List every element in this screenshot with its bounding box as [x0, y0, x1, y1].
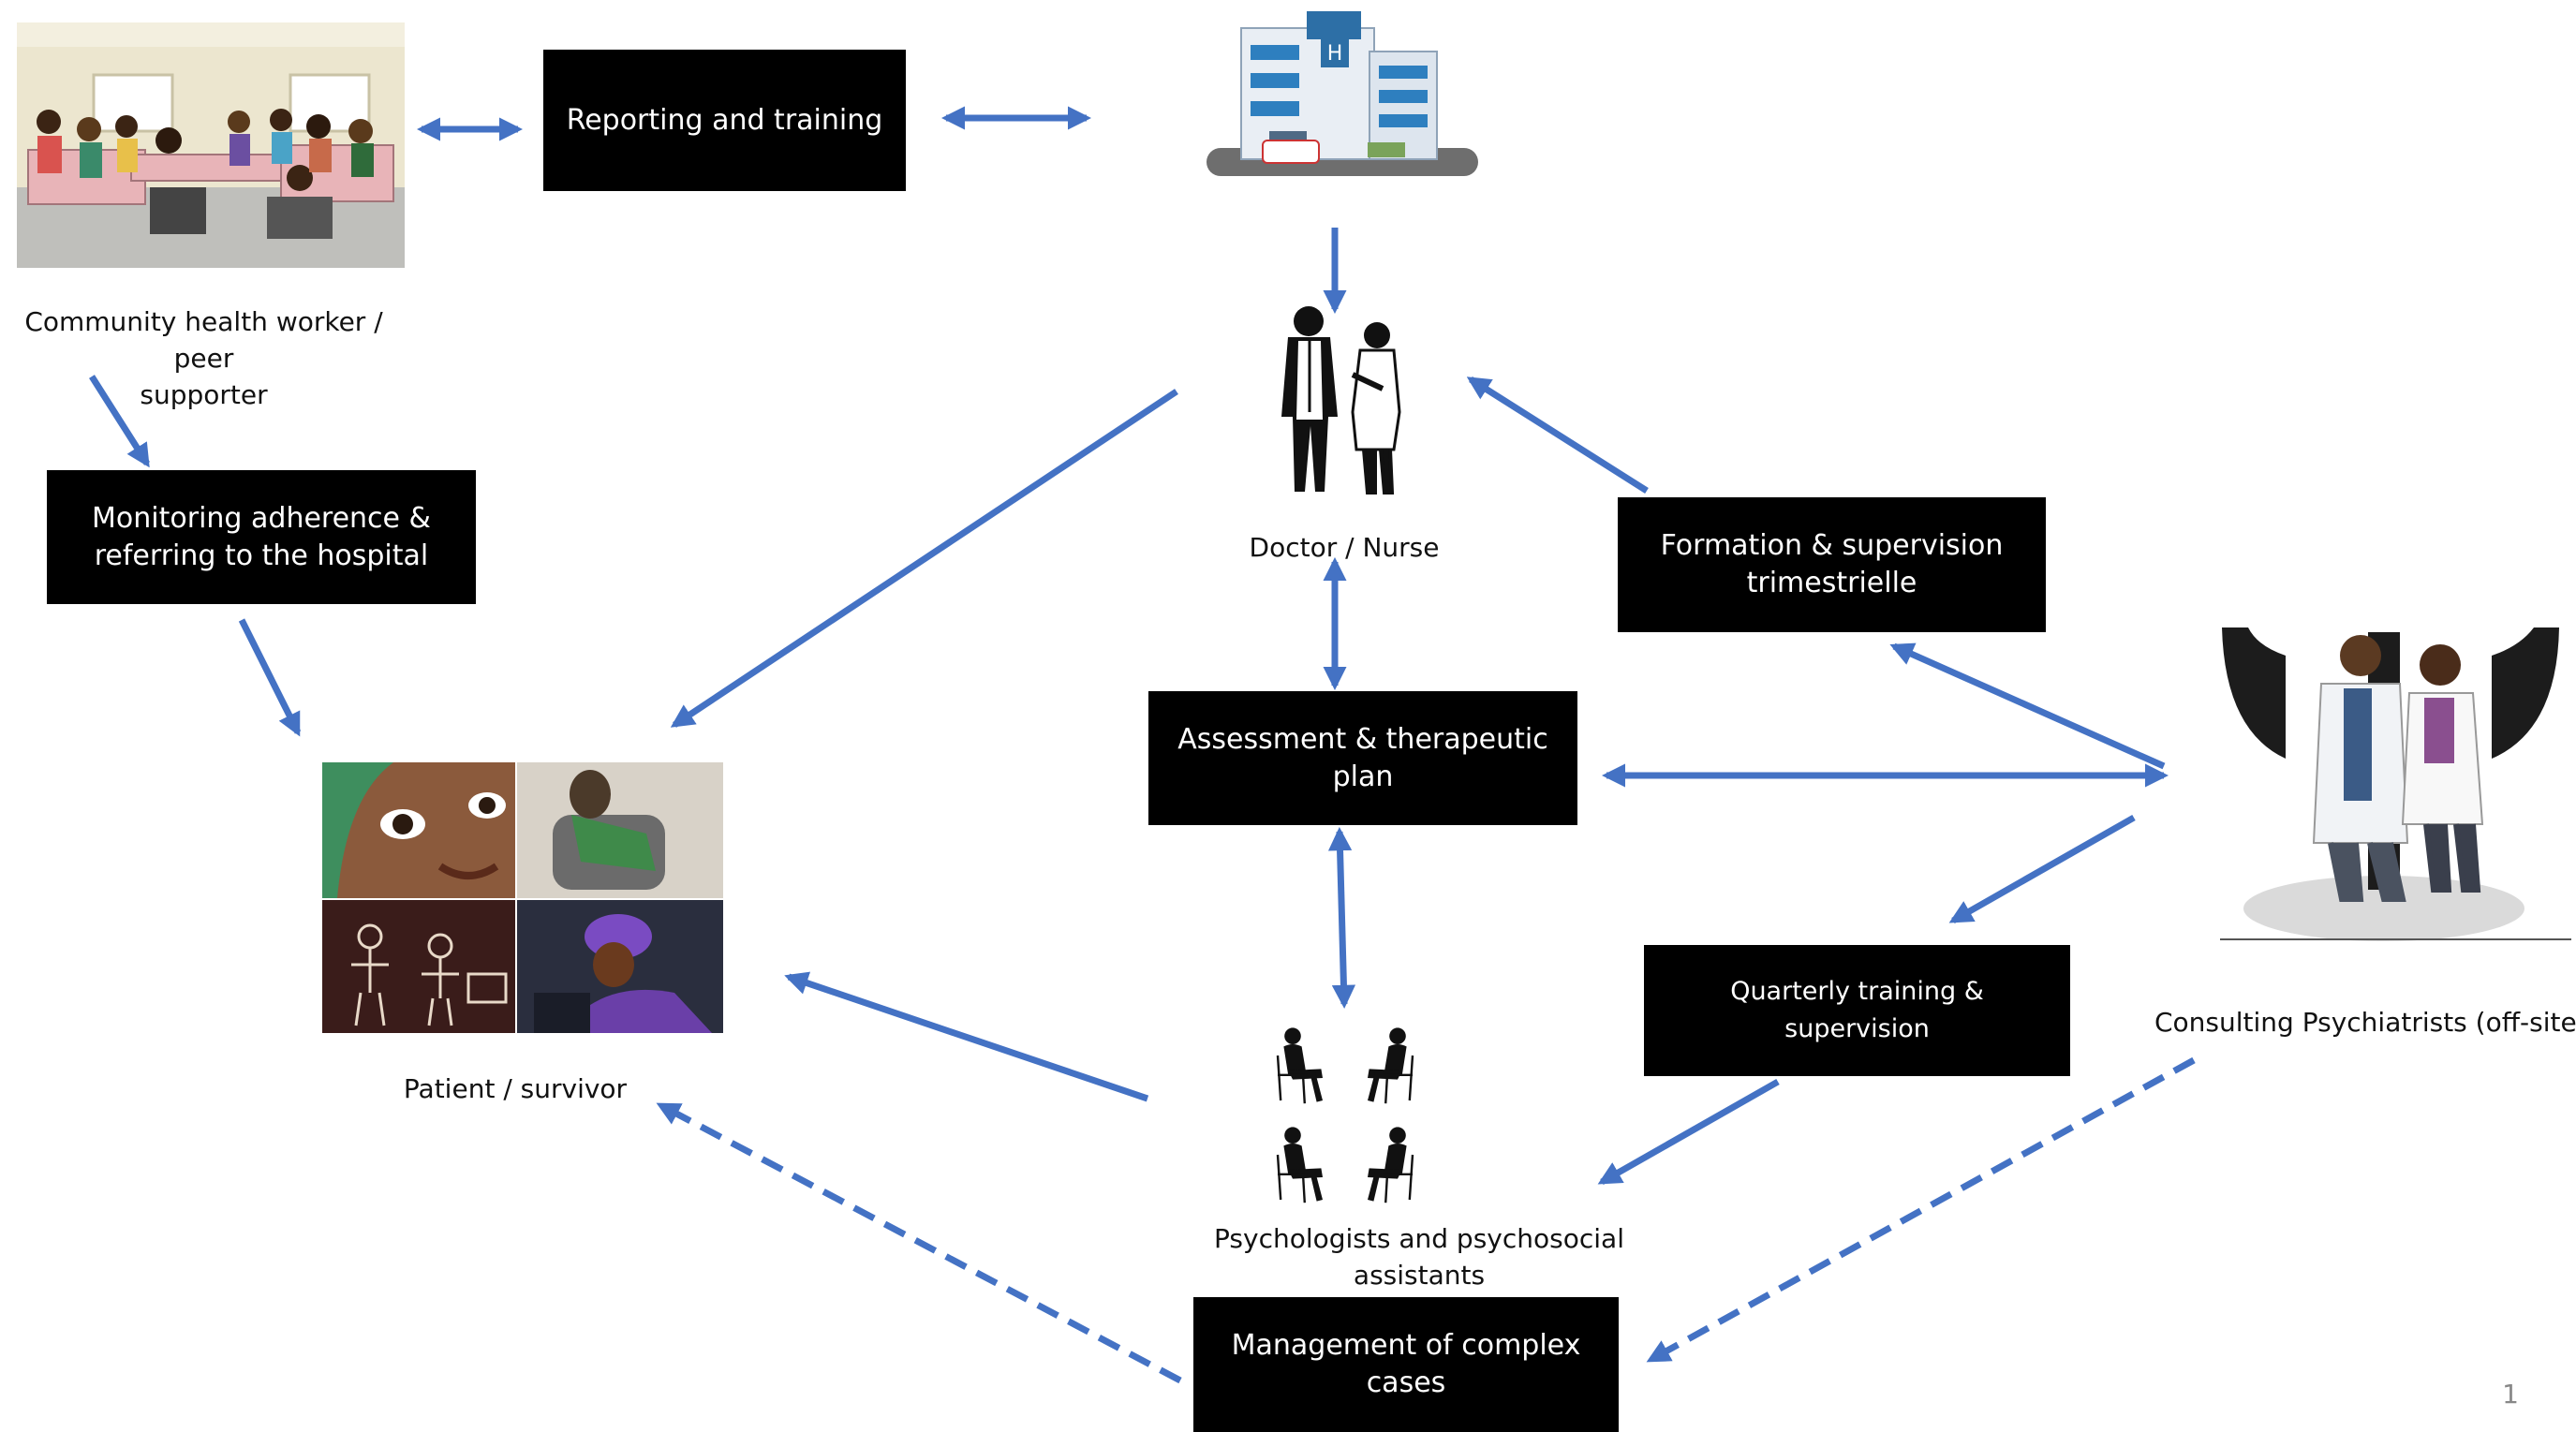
- therapy-session-silhouettes-icon: [1276, 1026, 1414, 1204]
- arrow-chw-monitoring: [89, 375, 150, 468]
- svg-text:H: H: [1327, 42, 1343, 66]
- arrow-quarterly-psychologists: [1597, 1078, 1780, 1186]
- arrow-formation-doctor: [1466, 376, 1649, 494]
- arrow-psychologists-patient: [784, 971, 1149, 1102]
- arrow-doctor-patient: [670, 389, 1178, 728]
- community-meeting-illustration: [17, 22, 405, 268]
- arrow-psychiatrists-formation: [1889, 642, 2166, 770]
- arrow-monitoring-patient: [238, 618, 302, 737]
- doctor-nurse-silhouette-icon: [1281, 306, 1401, 495]
- box-monitoring-adherence: Monitoring adherence & referring to the …: [47, 470, 476, 604]
- box-quarterly-training: Quarterly training & supervision: [1644, 945, 2070, 1076]
- box-assessment-plan: Assessment & therapeutic plan: [1148, 691, 1577, 825]
- patient-survivor-collage: [322, 762, 723, 1033]
- label-psychologists: Psychologists and psychosocial assistant…: [1214, 1223, 1624, 1291]
- box-reporting-training: Reporting and training: [543, 50, 906, 191]
- label-doctor-nurse: Doctor / Nurse: [1249, 532, 1440, 563]
- label-consulting-psychiatrists: Consulting Psychiatrists (off-site): [2154, 1007, 2576, 1038]
- box-management-complex-cases: Management of complex cases: [1193, 1297, 1619, 1432]
- hospital-building-icon: H: [1207, 11, 1478, 176]
- label-community-health-worker: Community health worker / peer supporter: [24, 306, 383, 410]
- psychiatrists-psi-illustration: [2220, 627, 2571, 941]
- arrow-management-patient: [656, 1101, 1182, 1384]
- box-formation-supervision: Formation & supervision trimestrielle: [1618, 497, 2046, 632]
- page-number: 1: [2502, 1379, 2519, 1410]
- arrow-psychiatrists-quarterly: [1948, 814, 2136, 924]
- arrow-assessment-psychologists: [1327, 826, 1356, 1010]
- label-patient-survivor: Patient / survivor: [403, 1073, 628, 1104]
- connector-arrows: [89, 106, 2196, 1384]
